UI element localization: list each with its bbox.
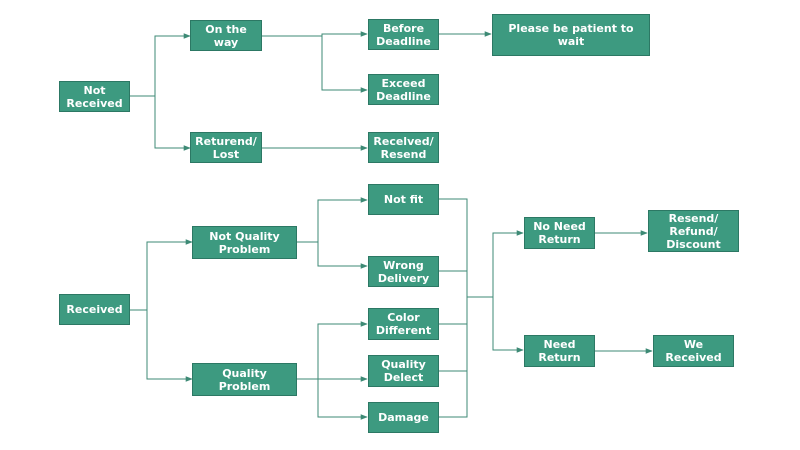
- edge-not-received-to-on-the-way: [130, 33, 191, 97]
- edge-received-to-quality-problem: [146, 310, 193, 382]
- edge-not-received-to-returned-lost: [154, 96, 191, 151]
- node-wrong-delivery: Wrong Delivery: [368, 256, 439, 287]
- edge-bus-to-need-return: [492, 297, 524, 353]
- node-returned-lost: Returend/ Lost: [190, 132, 262, 163]
- edge-quality-to-color-different: [297, 321, 368, 380]
- node-please-be-patient: Please be patient to wait: [492, 14, 650, 56]
- node-exceed-deadline: Exceed Deadline: [368, 74, 439, 105]
- node-no-need-return: No Need Return: [524, 217, 595, 249]
- edge-quality-to-damage: [317, 379, 368, 420]
- edge-on-the-way-to-before-deadline: [262, 31, 368, 37]
- node-need-return: Need Return: [524, 335, 595, 367]
- node-color-different: Color Different: [368, 308, 439, 340]
- edge-received-to-not-quality-problem: [130, 239, 193, 311]
- node-damage: Damage: [368, 402, 439, 433]
- node-quality-problem: Quality Problem: [192, 363, 297, 396]
- node-on-the-way: On the way: [190, 20, 262, 51]
- node-quality-defect: Quality Delect: [368, 355, 439, 387]
- node-not-fit: Not fit: [368, 184, 439, 215]
- edge-not-quality-to-wrong-delivery: [317, 242, 368, 269]
- node-received-resend: Recelved/ Resend: [368, 132, 439, 163]
- node-before-deadline: Before Deadline: [368, 19, 439, 50]
- edge-on-the-way-to-exceed-deadline: [321, 34, 368, 93]
- node-we-received: We Received: [653, 335, 734, 367]
- edge-not-fit-to-bus: [439, 198, 468, 418]
- node-resend-refund-discount: Resend/ Refund/ Discount: [648, 210, 739, 252]
- node-received: Received: [59, 294, 130, 325]
- edge-bus-to-no-need-return: [492, 230, 524, 297]
- node-not-received: Not Received: [59, 81, 130, 112]
- edge-not-quality-to-not-fit: [297, 197, 368, 243]
- node-not-quality-problem: Not Quality Problem: [192, 226, 297, 259]
